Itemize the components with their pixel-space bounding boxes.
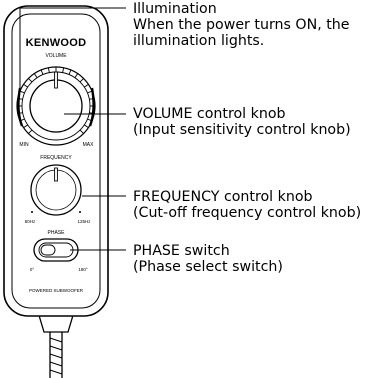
volume-tick xyxy=(17,97,23,100)
volume-tick xyxy=(33,73,38,78)
cable xyxy=(49,330,63,378)
leader-illumination xyxy=(19,7,126,88)
callout-phase-line2: (Phase select switch) xyxy=(133,259,283,275)
volume-knob[interactable] xyxy=(16,66,96,146)
freq-dot-left xyxy=(31,211,33,213)
volume-tick xyxy=(62,67,65,73)
phase-left-label: 0° xyxy=(30,267,35,272)
volume-tick xyxy=(74,73,79,78)
callout-volume-line2: (Input sensitivity control knob) xyxy=(133,122,351,138)
volume-tick xyxy=(19,118,25,122)
volume-tick xyxy=(23,83,28,88)
leader-lines xyxy=(19,7,126,251)
volume-scale-ticks xyxy=(17,67,95,134)
volume-tick xyxy=(89,97,95,100)
volume-tick xyxy=(84,124,89,129)
callout-frequency-line2: (Cut-off frequency control knob) xyxy=(133,205,362,221)
callout-volume: VOLUME control knob (Input sensitivity c… xyxy=(133,106,351,138)
frequency-knob[interactable] xyxy=(30,164,82,216)
freq-high-label: 125Hz xyxy=(77,219,91,224)
volume-tick xyxy=(28,78,33,83)
freq-dot-right xyxy=(79,211,81,213)
footer-label: POWERED SUBWOOFER xyxy=(29,288,84,293)
frequency-title: FREQUENCY xyxy=(40,155,72,161)
phase-right-label: 180° xyxy=(78,267,88,272)
phase-title: PHASE xyxy=(48,230,66,236)
callout-frequency: FREQUENCY control knob (Cut-off frequenc… xyxy=(133,189,361,221)
volume-tick xyxy=(79,129,84,134)
volume-tick xyxy=(40,69,44,75)
volume-tick xyxy=(23,124,28,129)
callout-illumination-line3: illumination lights. xyxy=(133,33,265,49)
callout-illumination-line2: When the power turns ON, the xyxy=(133,17,350,33)
callout-illumination-title: Illumination xyxy=(133,1,217,17)
volume-tick xyxy=(89,112,95,115)
volume-tick xyxy=(79,78,84,83)
volume-max-label: MAX xyxy=(83,142,95,148)
volume-tick xyxy=(19,90,25,94)
freq-low-label: 50Hz xyxy=(25,219,36,224)
volume-tick xyxy=(68,69,72,75)
volume-tick xyxy=(47,67,50,73)
volume-tick xyxy=(28,129,33,134)
volume-min-label: MIN xyxy=(19,142,29,148)
callout-phase: PHASE switch (Phase select switch) xyxy=(133,243,283,275)
remote-body-inner xyxy=(11,13,101,309)
callout-illumination: Illumination When the power turns ON, th… xyxy=(133,1,350,49)
callout-frequency-title: FREQUENCY control knob xyxy=(133,189,313,205)
callout-phase-title: PHASE switch xyxy=(133,243,230,259)
brand-logo: KENWOOD xyxy=(26,37,87,49)
volume-title: VOLUME xyxy=(45,53,67,59)
callout-volume-title: VOLUME control knob xyxy=(133,106,286,122)
volume-tick xyxy=(87,90,93,94)
volume-tick xyxy=(17,112,23,115)
volume-tick xyxy=(87,118,93,122)
volume-tick xyxy=(84,83,89,88)
